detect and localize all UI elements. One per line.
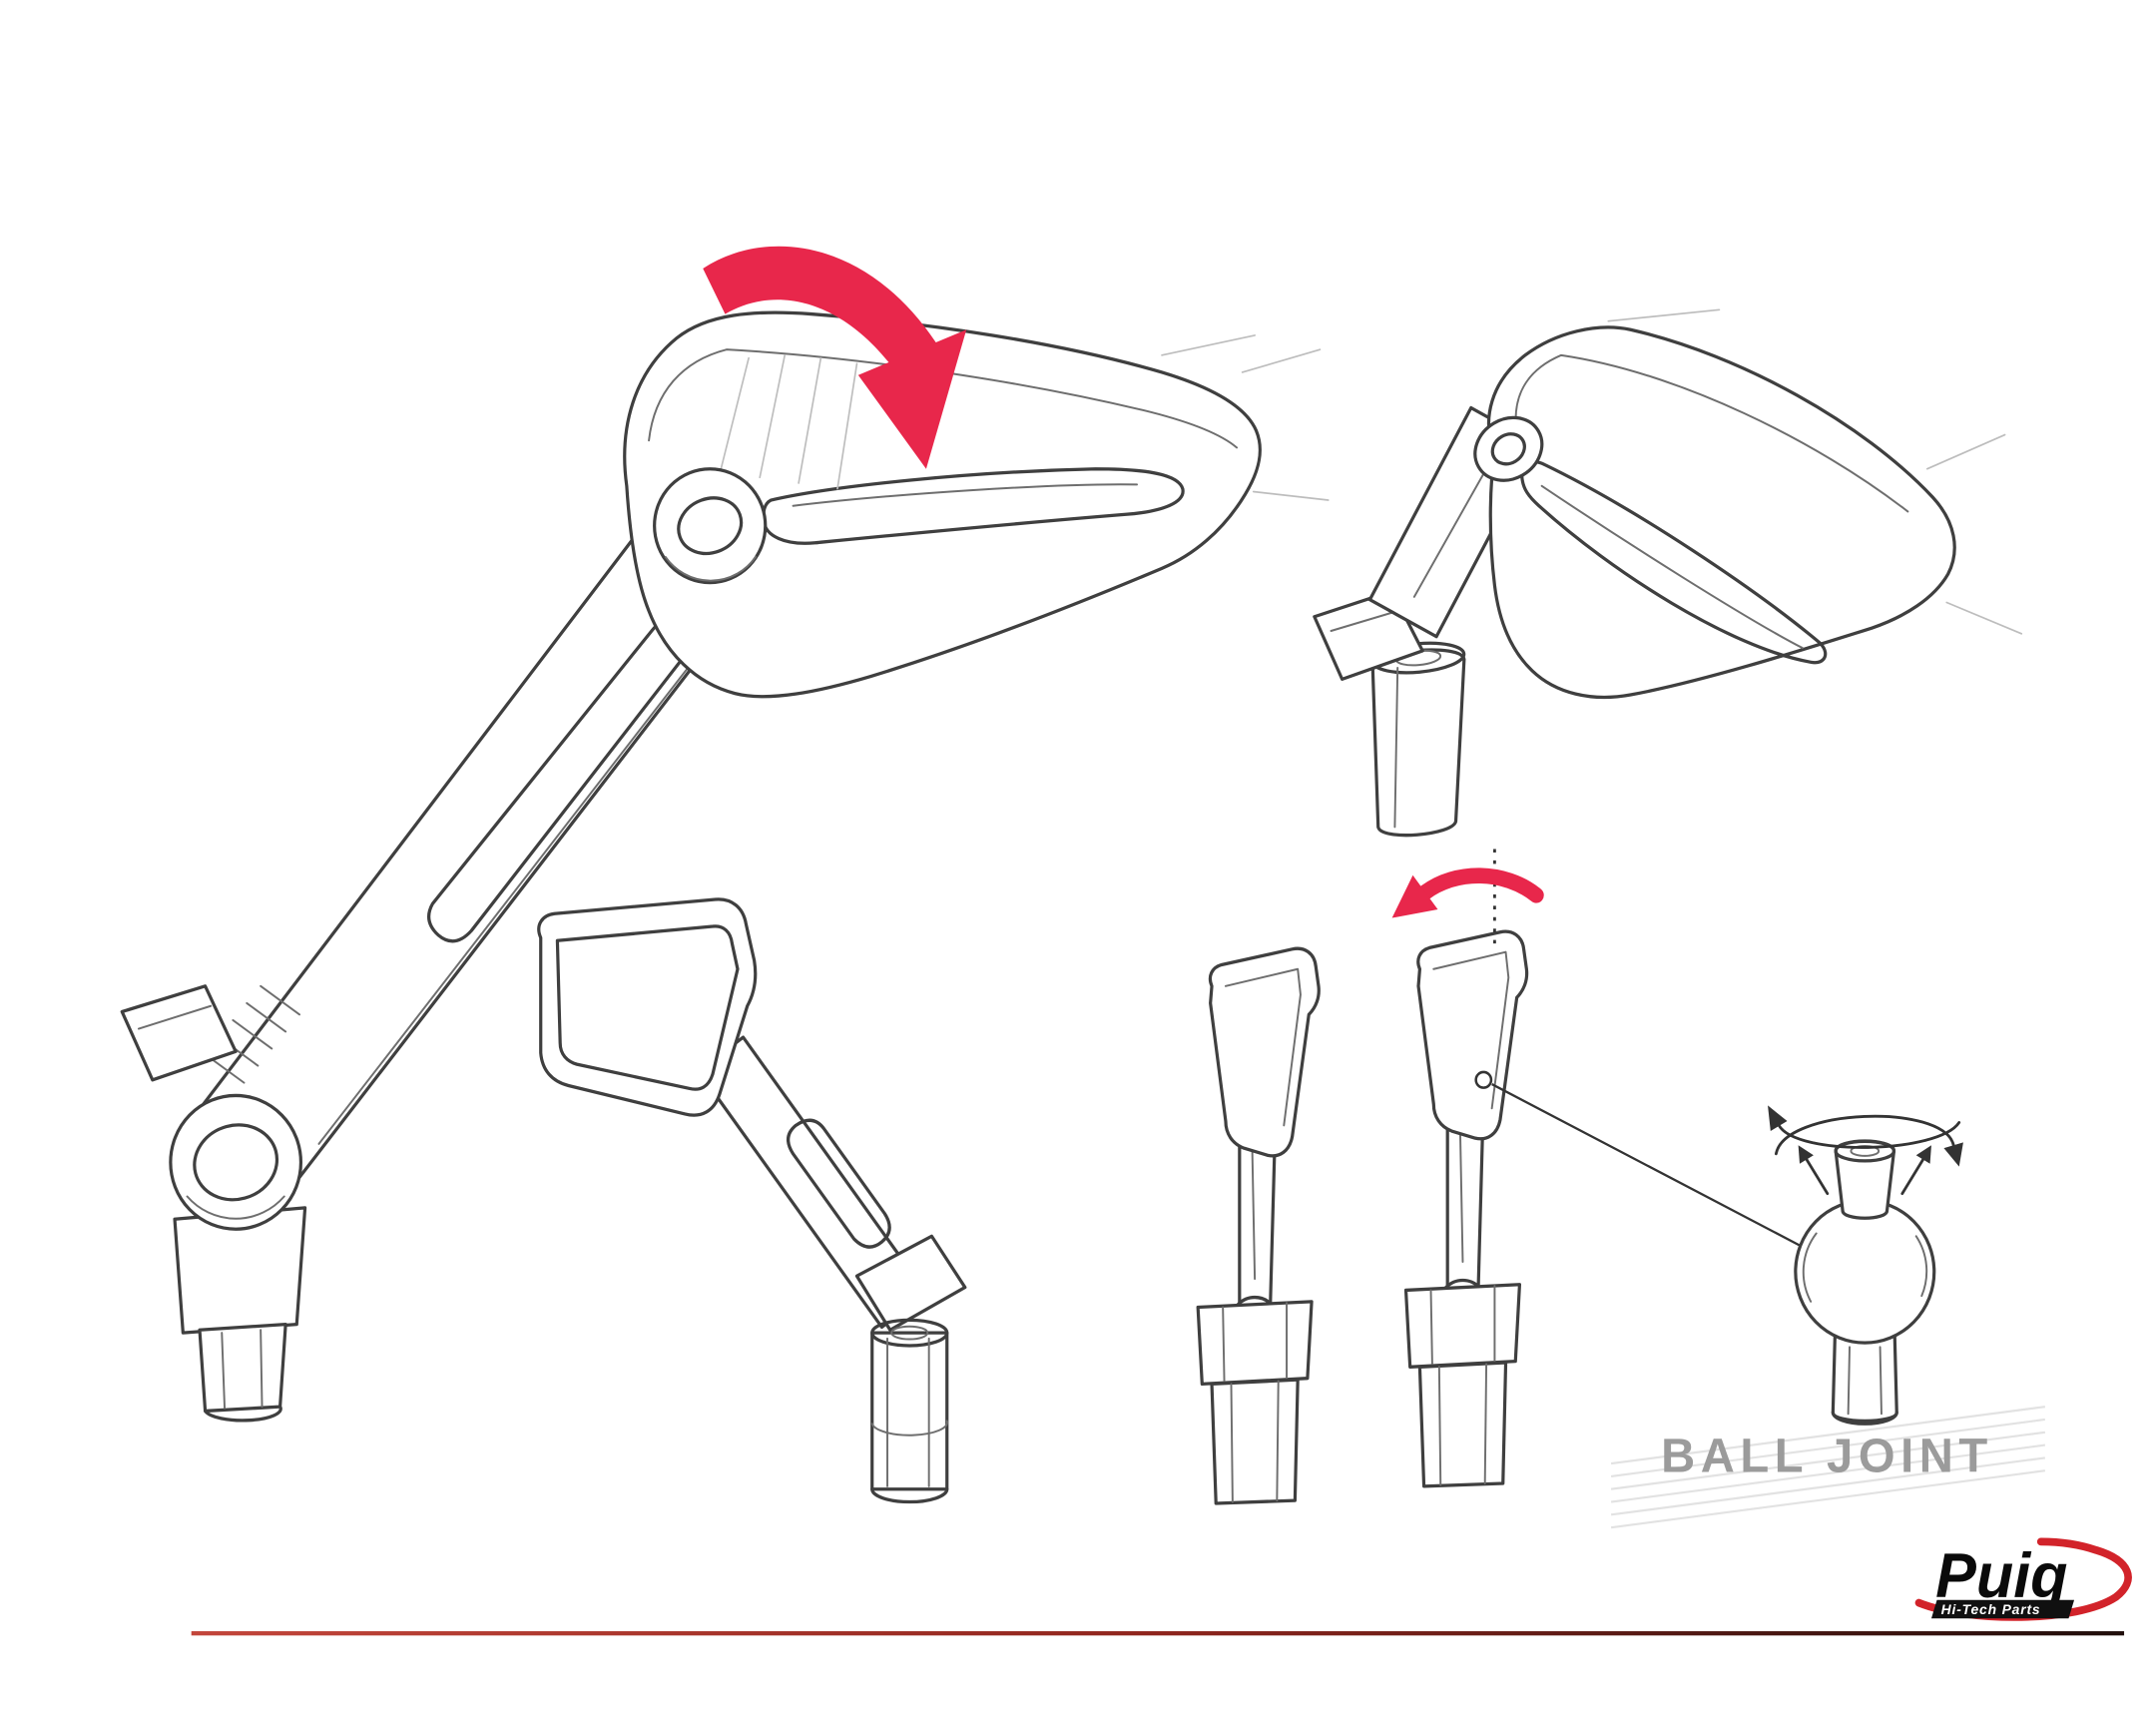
puig-logo: Puig Hi-Tech Parts (1914, 1537, 2132, 1621)
ball-joint-label: BALL JOINT (1661, 1430, 1993, 1483)
mirror-large-stem-boss (653, 467, 768, 585)
swivel-arrow-icon (1391, 867, 1544, 918)
tagline-banner (1930, 1599, 2075, 1619)
ball-joint-sphere (1794, 1199, 1936, 1345)
mirror-large-base-mount (120, 984, 307, 1423)
mirror-sketch-large (120, 246, 1330, 1423)
mirror-large-pivot-joint (169, 1093, 303, 1231)
mirror-small-base (1196, 1295, 1314, 1505)
mirror-small-arm (1238, 1112, 1278, 1321)
fold-down-arrow-icon (703, 246, 967, 469)
label-hatching (1610, 1406, 2046, 1529)
mirror-right-head (1473, 308, 2023, 700)
ball-joint-callout-line (1491, 1083, 1805, 1249)
mirror-small-head (1208, 946, 1321, 1158)
mirror-middle-head (537, 897, 758, 1117)
rotation-arrows-icon (1768, 1105, 1963, 1196)
ball-joint-label-block: BALL JOINT (1610, 1406, 2046, 1529)
ball-joint-neck (1834, 1139, 1896, 1220)
mirror-middle-base (854, 1234, 967, 1504)
brand-tagline: Hi-Tech Parts (1941, 1601, 2041, 1617)
mirror-sketch-middle (537, 897, 967, 1504)
ball-joint-callout-marker (1474, 1070, 1493, 1089)
mirror-swivel-annotations (1391, 847, 1805, 1249)
bottom-rule (191, 1631, 2125, 1636)
mirror-sketch-small (1196, 946, 1321, 1505)
ball-joint-sketch (1768, 1105, 1963, 1426)
mirror-sketch-top-right (1313, 308, 2023, 838)
brand-name: Puig (1935, 1541, 2067, 1611)
